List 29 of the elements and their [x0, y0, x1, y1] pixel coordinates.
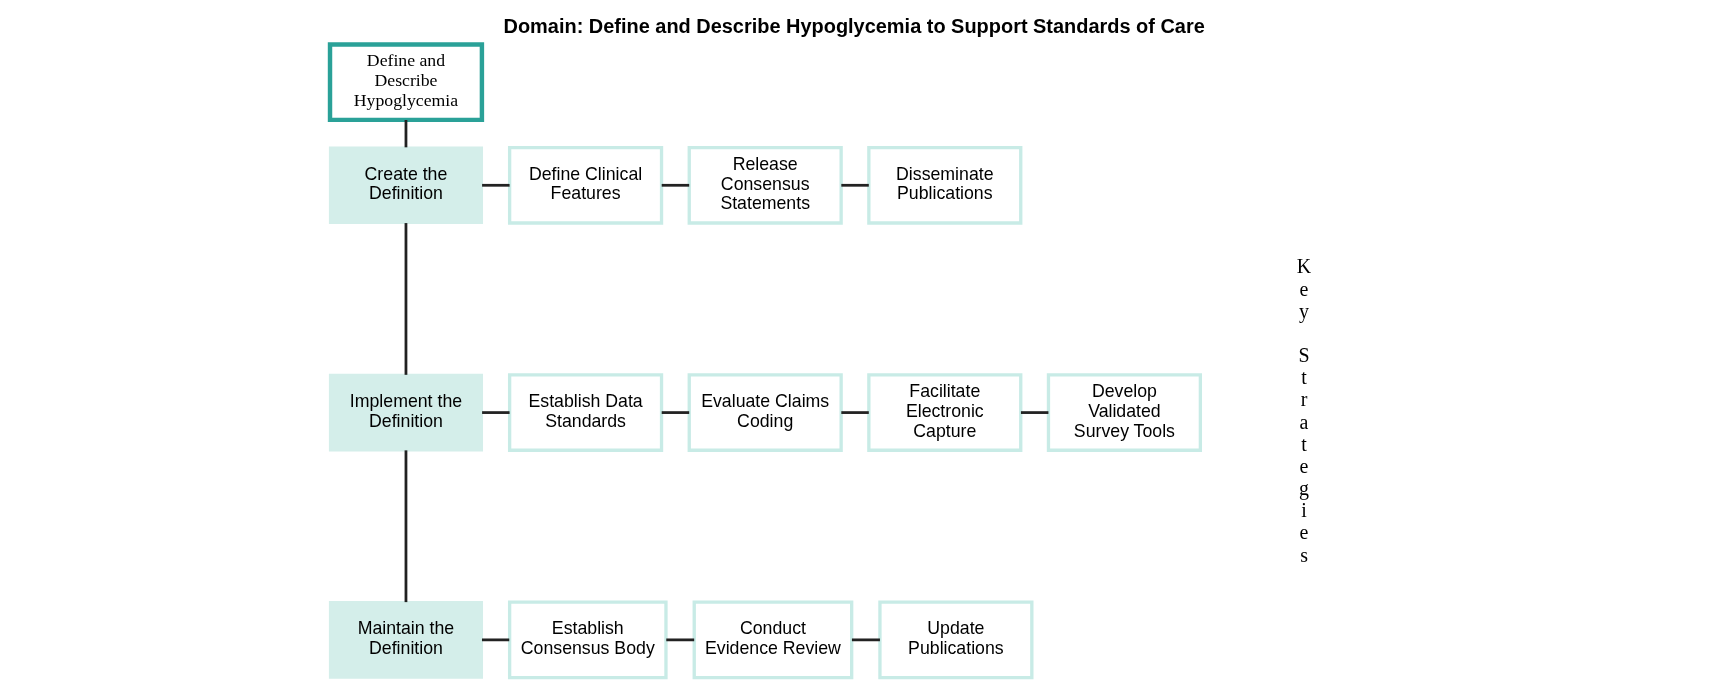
node-box: Develop Validated Survey Tools [1046, 372, 1202, 452]
connector [481, 410, 510, 414]
connector [404, 449, 407, 602]
node-box: Establish Data Standards [507, 372, 663, 452]
node-box: Conduct Evidence Review [692, 600, 853, 679]
connector [404, 119, 407, 147]
connector [661, 410, 689, 414]
diagram-title: Domain: Define and Describe Hypoglycemia to Support Standards of Care [503, 14, 1205, 37]
node-box: Create the Definition [328, 146, 483, 224]
connector [481, 638, 509, 641]
connector [481, 183, 510, 187]
node-box: Update Publications [877, 600, 1033, 679]
node-box: Establish Consensus Body [507, 600, 668, 679]
connector [661, 183, 689, 187]
node-box: Evaluate Claims Coding [687, 372, 843, 452]
node-box: Define Clinical Features [507, 145, 663, 225]
node-box: Define and Describe Hypoglycemia [327, 41, 484, 122]
label: Key Strategies [1296, 254, 1311, 566]
connector [840, 410, 869, 414]
node-box: Maintain the Definition [328, 600, 483, 679]
node-box: Facilitate Electronic Capture [866, 372, 1022, 452]
node-box: Disseminate Publications [866, 145, 1022, 225]
connector [1020, 410, 1048, 414]
connector [840, 183, 869, 187]
node-box: Release Consensus Statements [687, 145, 843, 225]
node-box: Implement the Definition [328, 373, 483, 451]
connector [851, 638, 880, 641]
connector [665, 638, 694, 641]
connector [404, 222, 407, 375]
